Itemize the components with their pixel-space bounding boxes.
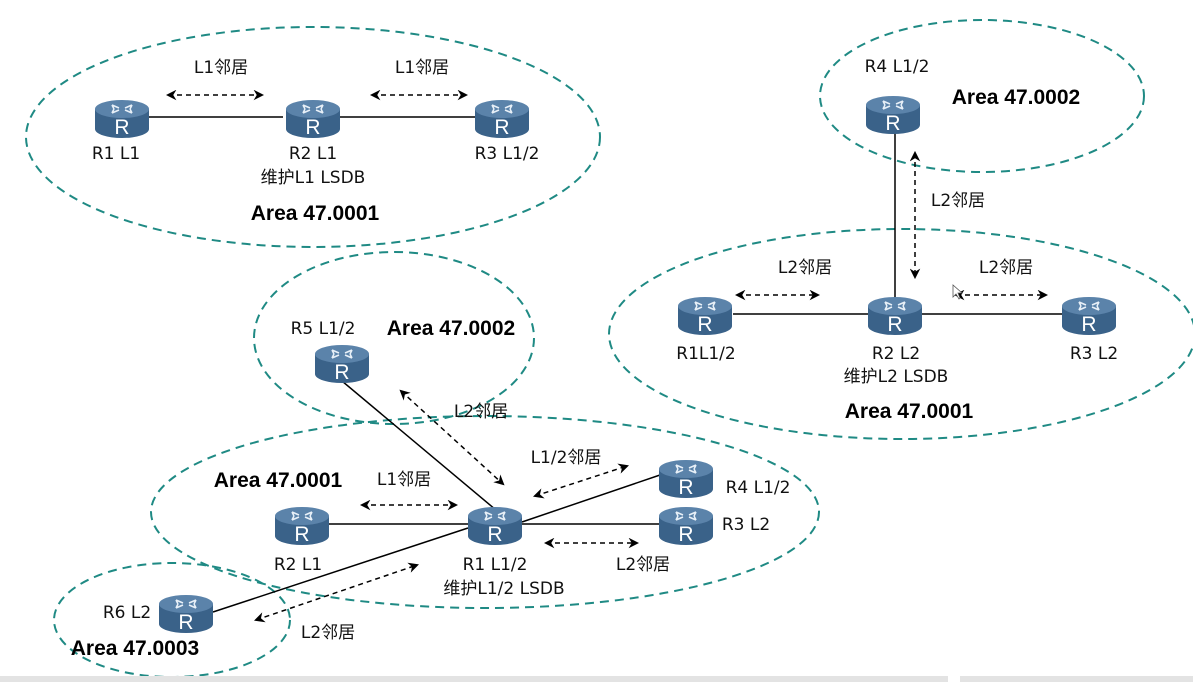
area-label: Area 47.0002	[952, 86, 1080, 109]
adjacency-label: L2邻居	[454, 402, 508, 422]
area-boundary	[253, 251, 535, 425]
area-boundary	[25, 26, 601, 248]
adjacency-label: L1邻居	[395, 58, 449, 78]
router-icon	[865, 95, 921, 136]
router-icon	[94, 99, 150, 140]
area-boundary	[150, 415, 820, 609]
router-label: R1L1/2	[676, 344, 735, 364]
router-label: R2 L1	[274, 555, 322, 575]
router-icon	[314, 344, 370, 385]
diagram-level1-area: L1邻居 L1邻居 R1 L1 R2 L1 维护L1 LSDB R3 L1/2 …	[25, 26, 601, 248]
scrollbar-gap	[948, 676, 960, 682]
mouse-cursor-icon	[952, 284, 964, 300]
link	[341, 380, 497, 511]
adjacency-label: L1邻居	[377, 470, 431, 490]
bottom-scrollbar[interactable]	[0, 676, 1193, 682]
link	[521, 474, 661, 523]
adjacency-label: L1邻居	[194, 58, 248, 78]
router-note: 维护L1 LSDB	[261, 168, 366, 188]
router-icon	[658, 506, 714, 547]
adjacency-arrow	[533, 463, 629, 499]
adjacency-label: L1/2邻居	[531, 448, 602, 468]
router-label: R5 L1/2	[291, 319, 356, 339]
router-label: R4 L1/2	[726, 478, 791, 498]
adjacency-label: L2邻居	[616, 555, 670, 575]
router-label: R2 L2	[872, 344, 920, 364]
adjacency-label: L2邻居	[931, 191, 985, 211]
adjacency-label: L2邻居	[778, 258, 832, 278]
router-icon	[677, 296, 733, 337]
router-icon	[658, 459, 714, 500]
router-label: R4 L1/2	[865, 57, 930, 77]
router-label: R3 L1/2	[475, 144, 540, 164]
router-label: R1 L1/2	[463, 555, 528, 575]
router-label: R3 L2	[722, 515, 770, 535]
adjacency-label: L2邻居	[979, 258, 1033, 278]
diagram-level2-backbone: R4 L1/2 Area 47.0002 L2邻居 L2邻居 L2邻居 R1L1…	[608, 19, 1193, 440]
router-label: R1 L1	[92, 144, 140, 164]
router-note: 维护L1/2 LSDB	[443, 579, 564, 599]
router-icon	[1061, 296, 1117, 337]
router-icon	[474, 99, 530, 140]
area-boundary	[819, 19, 1145, 173]
router-label: R2 L1	[289, 144, 337, 164]
area-boundary	[608, 228, 1193, 440]
link	[212, 527, 469, 613]
area-label: Area 47.0002	[387, 317, 515, 340]
adjacency-label: L2邻居	[301, 623, 355, 643]
adjacency-arrow	[254, 562, 419, 623]
router-label: R6 L2	[103, 603, 151, 623]
router-icon	[158, 594, 214, 635]
area-label: Area 47.0001	[214, 469, 343, 492]
router-icon	[867, 296, 923, 337]
router-note: 维护L2 LSDB	[844, 367, 949, 387]
router-icon	[285, 99, 341, 140]
router-icon	[467, 506, 523, 547]
area-label: Area 47.0001	[251, 202, 380, 225]
area-label: Area 47.0003	[71, 637, 199, 660]
area-label: Area 47.0001	[845, 400, 974, 423]
router-label: R3 L2	[1070, 344, 1118, 364]
router-icon	[274, 506, 330, 547]
